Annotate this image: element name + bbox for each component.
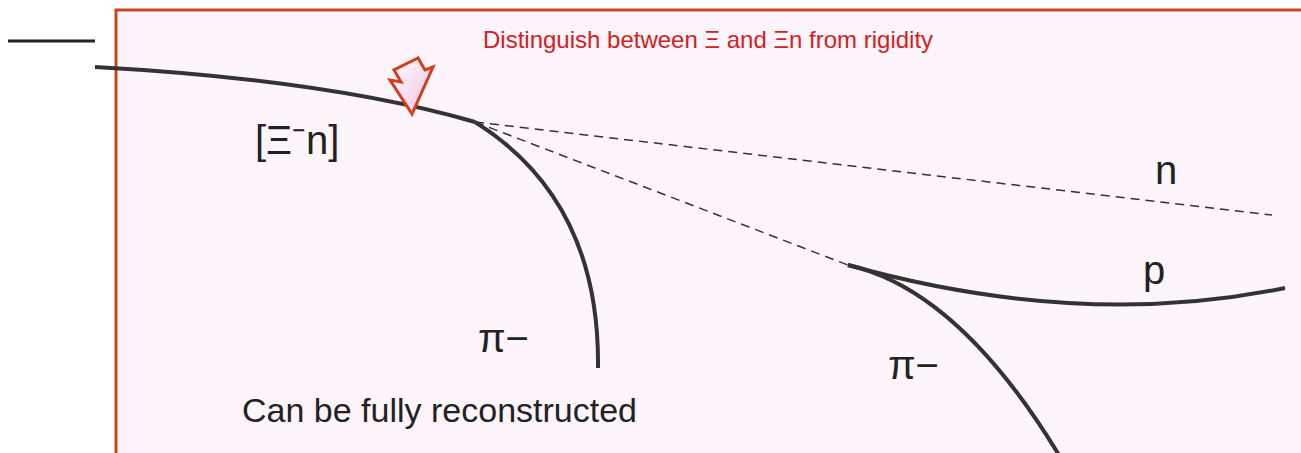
particle-label: [Ξ⁻n]	[255, 120, 339, 160]
note-text: Distinguish between Ξ and Ξn from rigidi…	[483, 28, 933, 52]
caption-note: Can be fully reconstructed	[242, 393, 637, 427]
proton-track	[848, 265, 1285, 304]
frame	[116, 10, 1301, 453]
particle-label: p	[1143, 250, 1165, 290]
pion-track	[848, 265, 1062, 453]
hollow-arrow	[390, 58, 433, 114]
pion-track	[475, 122, 598, 368]
particle-label: π−	[478, 318, 529, 358]
particle-label: n	[1155, 150, 1177, 190]
particle-label: π−	[888, 345, 939, 385]
lambda-path	[475, 122, 848, 265]
beam-line	[8, 40, 95, 43]
